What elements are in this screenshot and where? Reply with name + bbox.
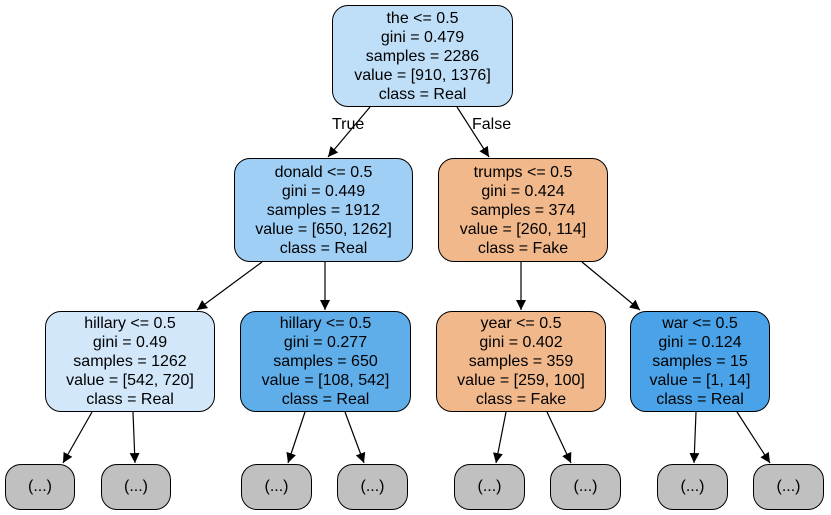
truncated-leaf[interactable]: (...) <box>657 464 728 510</box>
node-split: the <= 0.5 <box>386 9 459 27</box>
node-class: class = Real <box>279 239 368 257</box>
node-split: donald <= 0.5 <box>274 163 373 181</box>
tree-node-donald[interactable]: donald <= 0.5 gini = 0.449 samples = 191… <box>234 158 413 262</box>
tree-node-root[interactable]: the <= 0.5 gini = 0.479 samples = 2286 v… <box>332 5 513 107</box>
node-gini: gini = 0.277 <box>283 334 368 351</box>
node-value: value = [1, 14] <box>649 372 751 389</box>
tree-node-war[interactable]: war <= 0.5 gini = 0.124 samples = 15 val… <box>630 311 770 412</box>
node-gini: gini = 0.124 <box>658 334 742 351</box>
edge-war-leaf8 <box>736 411 771 464</box>
tree-node-trumps[interactable]: trumps <= 0.5 gini = 0.424 samples = 374… <box>438 158 608 262</box>
node-value: value = [650, 1262] <box>255 220 392 238</box>
node-gini: gini = 0.402 <box>479 334 563 351</box>
node-class: class = Real <box>281 391 370 408</box>
node-gini: gini = 0.479 <box>380 28 465 46</box>
tree-node-hillary-right[interactable]: hillary <= 0.5 gini = 0.277 samples = 65… <box>240 311 411 412</box>
edge-donald-hillary1 <box>196 261 263 311</box>
node-samples: samples = 1262 <box>73 353 187 370</box>
edge-hillary1-leaf1 <box>62 411 93 464</box>
node-split: trumps <= 0.5 <box>473 163 573 181</box>
node-class: class = Real <box>656 391 744 408</box>
node-split: war <= 0.5 <box>662 315 738 332</box>
edge-label-false: False <box>472 116 512 133</box>
edge-hillary2-leaf4 <box>344 411 366 464</box>
edge-hillary1-leaf2 <box>129 411 140 464</box>
node-value: value = [260, 114] <box>459 220 587 238</box>
node-value: value = [910, 1376] <box>354 66 491 84</box>
tree-node-hillary-left[interactable]: hillary <= 0.5 gini = 0.49 samples = 126… <box>45 311 215 412</box>
node-samples: samples = 2286 <box>365 47 480 65</box>
truncated-leaf[interactable]: (...) <box>454 464 525 510</box>
truncated-leaf[interactable]: (...) <box>5 464 75 510</box>
truncated-leaf[interactable]: (...) <box>550 464 621 510</box>
node-value: value = [108, 542] <box>261 372 390 389</box>
edge-year-leaf5 <box>493 411 507 464</box>
truncated-leaf[interactable]: (...) <box>241 464 312 510</box>
truncated-leaf[interactable]: (...) <box>753 464 824 510</box>
tree-node-year[interactable]: year <= 0.5 gini = 0.402 samples = 359 v… <box>436 311 606 412</box>
truncated-leaf[interactable]: (...) <box>101 464 171 510</box>
node-class: class = Real <box>378 85 467 103</box>
node-split: hillary <= 0.5 <box>279 315 372 332</box>
node-samples: samples = 15 <box>652 353 748 370</box>
node-class: class = Fake <box>477 239 569 257</box>
node-gini: gini = 0.424 <box>481 182 565 200</box>
node-split: hillary <= 0.5 <box>84 315 176 332</box>
edge-root-trumps <box>456 106 490 158</box>
edge-root-donald <box>327 106 371 158</box>
node-samples: samples = 1912 <box>266 201 381 219</box>
edge-trumps-war <box>581 261 641 311</box>
edge-hillary2-leaf3 <box>286 411 306 464</box>
node-samples: samples = 374 <box>470 201 576 219</box>
node-value: value = [259, 100] <box>457 372 585 389</box>
node-class: class = Real <box>86 391 174 408</box>
truncated-leaf[interactable]: (...) <box>337 464 408 510</box>
node-split: year <= 0.5 <box>480 315 562 332</box>
node-gini: gini = 0.449 <box>281 182 366 200</box>
node-class: class = Fake <box>475 391 567 408</box>
edge-label-true: True <box>332 116 365 133</box>
node-samples: samples = 650 <box>273 353 378 370</box>
node-value: value = [542, 720] <box>66 372 194 389</box>
node-samples: samples = 359 <box>468 353 574 370</box>
edge-war-leaf7 <box>689 411 700 464</box>
node-gini: gini = 0.49 <box>92 334 168 351</box>
edge-year-leaf6 <box>546 411 572 464</box>
